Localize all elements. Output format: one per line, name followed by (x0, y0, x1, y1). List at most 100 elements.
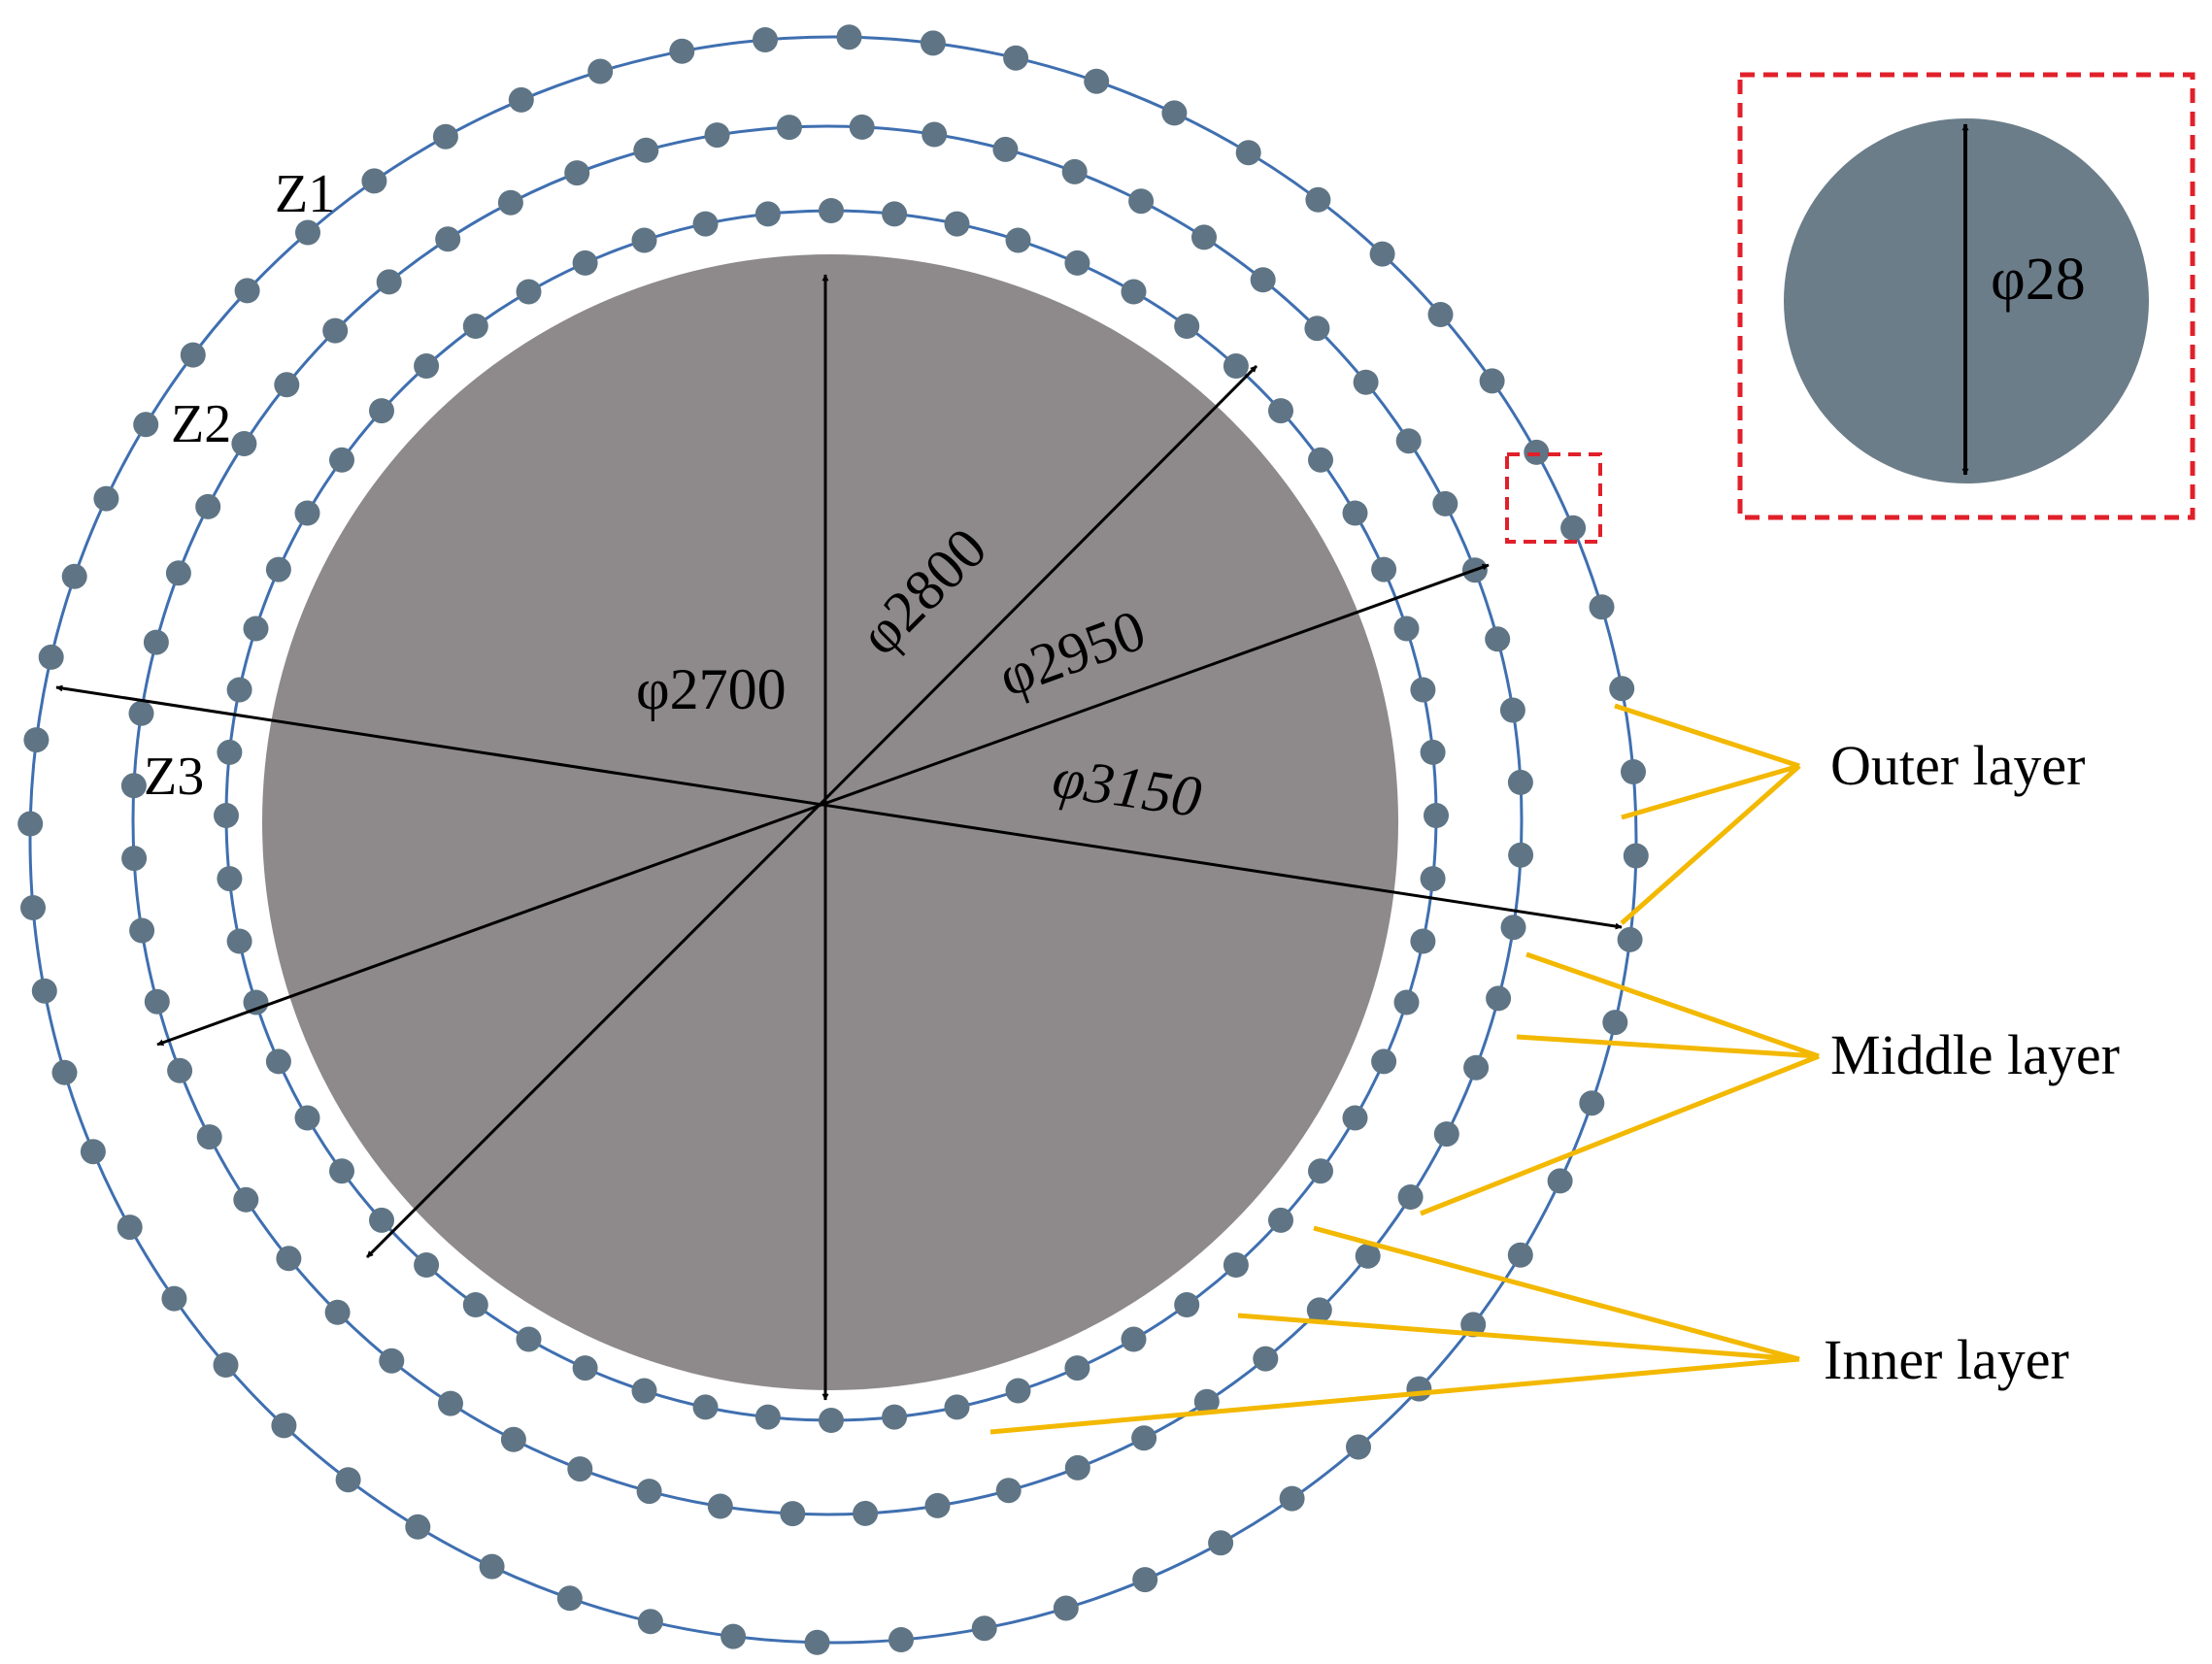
middle-ring-dot (564, 160, 590, 186)
inner-ring-dot (754, 201, 781, 227)
inner-ring-dot (882, 1404, 908, 1430)
inner-ring-dot (1420, 739, 1446, 765)
middle-ring-dot (1486, 985, 1512, 1012)
outer-ring-dot (1427, 302, 1454, 327)
middle-ring-dot (143, 629, 169, 655)
middle-ring-dot (853, 1500, 879, 1526)
inner-ring-dot (265, 1048, 291, 1075)
inner-ring-dot (243, 989, 269, 1015)
middle-ring-dot (165, 560, 191, 586)
outer-ring-dot (1279, 1485, 1305, 1512)
outer-ring-dot (836, 24, 862, 50)
inner-ring-dot (1121, 279, 1147, 305)
leader-outer-1 (1614, 703, 1800, 769)
inner-ring-dot (1121, 1326, 1147, 1352)
middle-ring-dot (231, 431, 257, 456)
legend-middle-layer: Middle layer (1830, 1023, 2120, 1086)
outer-ring-dot (31, 978, 57, 1004)
leader-middle-3 (1420, 1053, 1820, 1216)
inner-ring-dot (1420, 866, 1446, 892)
outer-ring-dot (295, 219, 320, 246)
outer-ring-dot (432, 123, 458, 150)
middle-ring-dot (121, 846, 148, 872)
outer-ring-dot (1621, 759, 1646, 784)
middle-ring-dot (633, 137, 659, 163)
zone-label-z2: Z2 (171, 394, 231, 454)
outer-ring-dot (1003, 45, 1029, 71)
middle-ring-dot (376, 269, 402, 295)
middle-ring-dot (1253, 1346, 1279, 1372)
middle-ring-dot (322, 317, 349, 344)
middle-ring-dot (707, 1493, 733, 1519)
inner-ring-dot (1268, 1207, 1293, 1233)
outer-ring-dot (117, 1215, 143, 1241)
middle-ring-dot (233, 1186, 259, 1213)
outer-ring-dot (1369, 241, 1395, 267)
outer-ring-dot (1589, 594, 1615, 620)
outer-ring-dot (1524, 439, 1550, 465)
outer-ring-dot (23, 727, 50, 753)
middle-ring-dot (1507, 769, 1533, 795)
outer-ring-dot (508, 86, 534, 113)
legend-outer-layer: Outer layer (1830, 734, 2085, 797)
inner-ring-dot (692, 1394, 719, 1420)
middle-ring-dot (1193, 1388, 1220, 1414)
inner-ring-dot (1308, 447, 1333, 473)
inner-ring-dot (1064, 1355, 1090, 1381)
outer-ring-dot (669, 38, 695, 64)
middle-ring-dot (196, 1124, 222, 1150)
zone-label-z1: Z1 (275, 164, 335, 224)
highlight-box (1505, 452, 1602, 544)
middle-ring-dot (274, 372, 300, 398)
middle-ring-dot (1433, 1121, 1459, 1148)
middle-ring-dot (1508, 842, 1534, 868)
arrow-outer-diameter (55, 684, 1623, 930)
inner-ring-dot (1268, 398, 1293, 424)
outer-ring-dot (1084, 68, 1110, 94)
middle-ring-dot (1250, 267, 1276, 293)
label-core-diameter: φ2700 (636, 657, 787, 721)
middle-ring-dot (1064, 1454, 1090, 1481)
leader-lines (989, 703, 1820, 1435)
legend-inner-layer: Inner layer (1824, 1328, 2069, 1391)
middle-ring-dot (995, 1478, 1022, 1504)
leader-inner-3 (989, 1356, 1800, 1435)
inner-ring-dot (1393, 989, 1420, 1015)
inner-ring-dot (1342, 1105, 1368, 1131)
outer-ring-dot (1053, 1595, 1079, 1621)
inner-ring-dot (1005, 1378, 1031, 1404)
outer-ring-dot (753, 27, 778, 52)
middle-ring-dot (704, 122, 730, 149)
outer-ring-dot (51, 1059, 78, 1085)
outer-ring-dot (234, 278, 260, 304)
outer-ring-dot (1406, 1376, 1432, 1402)
inner-ring-dot (516, 1326, 542, 1352)
middle-ring-dot (924, 1492, 951, 1518)
inner-ring-dot (414, 353, 440, 379)
outer-ring-dot (721, 1623, 747, 1649)
middle-ring-dot (1191, 224, 1217, 250)
middle-ring-dot (435, 226, 461, 252)
middle-ring-dot (128, 700, 154, 726)
outer-ring-dot (1507, 1242, 1533, 1268)
outer-ring-dot (61, 563, 87, 589)
inner-ring-dot (882, 201, 908, 227)
inner-ring-dot (1223, 1252, 1249, 1278)
inner-ring-dot (217, 739, 243, 765)
leader-middle-2 (1516, 1034, 1820, 1059)
outer-ring-dot (1479, 368, 1505, 394)
core-circle (262, 254, 1398, 1390)
outer-ring-circle (28, 35, 1638, 1645)
inner-ring-dot (944, 1394, 970, 1420)
outer-ring-dot (479, 1553, 505, 1580)
detail-inset-box (1737, 72, 2195, 520)
inner-ring-dot (462, 1292, 488, 1317)
dimension-arrows (55, 274, 1623, 1401)
middle-ring-dot (1353, 369, 1379, 395)
middle-ring-dot (120, 773, 147, 799)
inner-ring-dot (1308, 1158, 1333, 1184)
outer-ring-dot (361, 168, 387, 194)
inner-ring-dot (214, 803, 239, 828)
outer-ring-dot (920, 30, 946, 56)
